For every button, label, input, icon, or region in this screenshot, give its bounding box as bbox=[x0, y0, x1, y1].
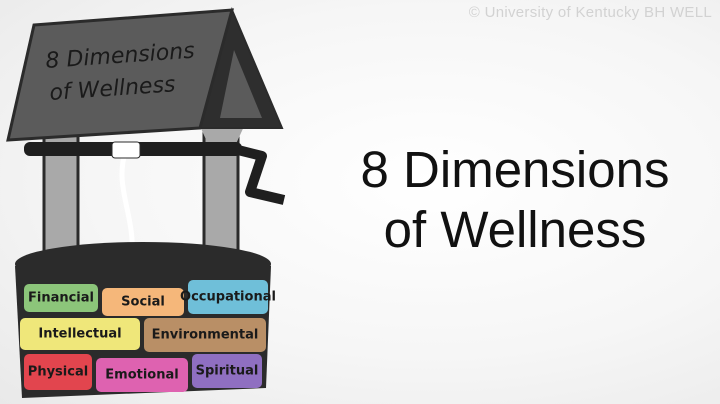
dimension-tile-occupational: Occupational bbox=[180, 280, 276, 314]
dimension-label: Emotional bbox=[105, 368, 178, 383]
dimension-tile-physical: Physical bbox=[24, 354, 92, 390]
page-title-line2: of Wellness bbox=[383, 201, 647, 258]
roof-panel bbox=[6, 8, 235, 142]
wishing-well-illustration: 8 Dimensions of Wellness Financial Socia… bbox=[6, 6, 286, 398]
page-title: 8 Dimensions of Wellness bbox=[300, 140, 720, 260]
dimension-tile-social: Social bbox=[102, 288, 184, 316]
dimension-label: Occupational bbox=[180, 290, 276, 305]
dimension-label: Spiritual bbox=[196, 364, 259, 379]
page-title-line1: 8 Dimensions bbox=[360, 141, 670, 198]
crank-handle bbox=[236, 145, 286, 205]
dimension-label: Environmental bbox=[152, 328, 259, 343]
dimension-label: Financial bbox=[28, 291, 94, 306]
dimension-label: Physical bbox=[28, 365, 88, 380]
dimension-tile-intellectual: Intellectual bbox=[20, 318, 140, 350]
dimension-tile-financial: Financial bbox=[24, 284, 98, 312]
rope-coil bbox=[111, 141, 141, 159]
roof-gable-window bbox=[220, 50, 262, 118]
dimension-tile-environmental: Environmental bbox=[144, 318, 266, 352]
dimension-tile-emotional: Emotional bbox=[96, 358, 188, 392]
copyright-text: © University of Kentucky BH WELL bbox=[468, 4, 712, 21]
dimension-tile-spiritual: Spiritual bbox=[192, 354, 262, 388]
dimension-label: Social bbox=[121, 295, 165, 310]
dimension-label: Intellectual bbox=[38, 327, 121, 342]
